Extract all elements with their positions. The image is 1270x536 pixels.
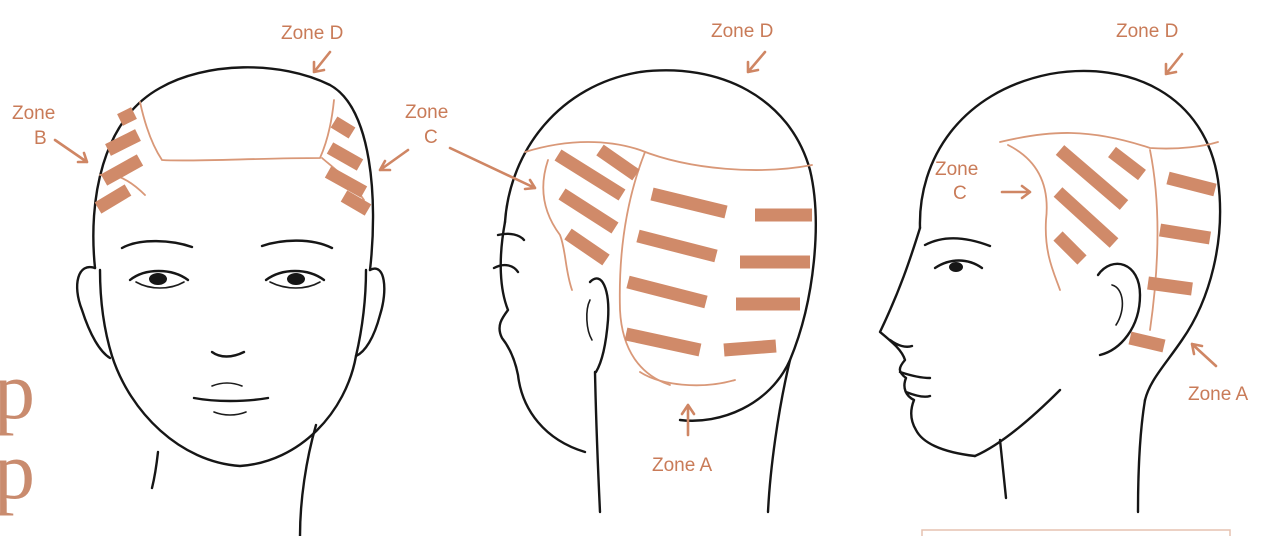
back-zone-a-boundary <box>640 372 735 385</box>
front-zone-d-arrow <box>314 52 330 72</box>
back-zone-a-label: Zone A <box>652 455 713 476</box>
side-bar <box>1130 338 1164 346</box>
caption-box <box>922 530 1230 536</box>
front-nose <box>212 352 244 357</box>
side-pupil <box>949 262 963 272</box>
front-bar <box>104 160 140 180</box>
front-bar <box>344 196 368 210</box>
front-zone-b-label-line2: B <box>34 128 47 149</box>
front-bar <box>120 113 134 120</box>
front-face-contour <box>100 270 366 466</box>
side-bar <box>1168 178 1215 190</box>
back-bar <box>626 334 700 350</box>
side-zone-d-arrow <box>1166 54 1182 74</box>
side-bar <box>1058 236 1082 260</box>
front-left-pupil <box>149 273 167 285</box>
brand-logo: p p <box>0 345 35 516</box>
side-bar <box>1112 152 1142 175</box>
front-zone-d-label: Zone D <box>281 23 343 44</box>
front-zone-d-boundary <box>140 100 334 161</box>
front-bar <box>98 190 128 208</box>
front-right-ear <box>356 269 384 356</box>
side-zone-c-label-line1: Zone <box>935 159 978 180</box>
back-bar <box>568 234 606 260</box>
front-right-pupil <box>287 273 305 285</box>
arrows <box>55 52 1216 435</box>
front-zone-c-arrow <box>380 150 408 170</box>
side-zone-b-boundary <box>1150 150 1158 330</box>
front-bar <box>330 148 360 165</box>
back-hairline <box>543 160 572 290</box>
side-neck-front <box>1000 440 1006 498</box>
side-brow <box>925 238 990 246</box>
side-zone-d-boundary <box>1000 133 1218 149</box>
front-bar <box>108 135 138 150</box>
front-zone-b-arrow <box>55 140 87 162</box>
back-ear <box>590 278 608 372</box>
front-zone-b-label-line1: Zone <box>12 103 55 124</box>
brand-letter-bottom: p <box>0 425 35 516</box>
side-nostril <box>890 340 912 347</box>
back-head <box>494 70 816 512</box>
front-left-ear <box>77 267 110 358</box>
front-lower-lip <box>214 412 246 415</box>
front-bar <box>334 122 352 133</box>
front-zone-c-label-line1: Zone <box>405 102 448 123</box>
side-zone-a-label: Zone A <box>1188 384 1249 405</box>
front-bar <box>328 172 364 192</box>
side-bar <box>1160 230 1210 238</box>
front-zone-c-label-line2: C <box>424 127 438 148</box>
back-face-profile <box>500 222 585 452</box>
front-mouth <box>194 398 268 401</box>
side-zone-d-label: Zone D <box>1116 21 1178 42</box>
side-zone-c-arrow <box>1002 186 1030 198</box>
back-bar <box>628 282 706 302</box>
back-zone-d-label: Zone D <box>711 21 773 42</box>
side-zone-c-boundary <box>1008 145 1060 290</box>
side-jaw <box>975 390 1060 456</box>
side-zone-a-arrow <box>1192 344 1216 366</box>
front-right-brow <box>262 241 332 248</box>
back-ear-inner <box>587 300 592 340</box>
side-zone-c-label-line2: C <box>953 183 967 204</box>
back-zone-d-arrow <box>748 52 765 72</box>
back-bar <box>600 150 636 175</box>
back-eye <box>494 265 518 272</box>
back-bar <box>652 194 726 212</box>
back-bar <box>724 346 776 350</box>
brand-letter-top: p <box>0 345 35 436</box>
side-head <box>880 71 1220 512</box>
back-bar <box>638 236 716 256</box>
front-left-brow <box>122 241 192 248</box>
back-neck <box>595 372 600 512</box>
front-neck-left <box>152 452 158 488</box>
front-head <box>77 67 384 536</box>
back-zone-c-arrow <box>450 148 535 189</box>
front-upper-lip <box>212 383 242 386</box>
back-zone-b-c-boundary <box>620 152 670 385</box>
side-neck-back <box>1138 400 1145 512</box>
side-bar <box>1148 283 1192 289</box>
back-neck-right <box>768 360 790 512</box>
side-ear-inner <box>1112 285 1122 325</box>
back-bar <box>562 194 615 228</box>
